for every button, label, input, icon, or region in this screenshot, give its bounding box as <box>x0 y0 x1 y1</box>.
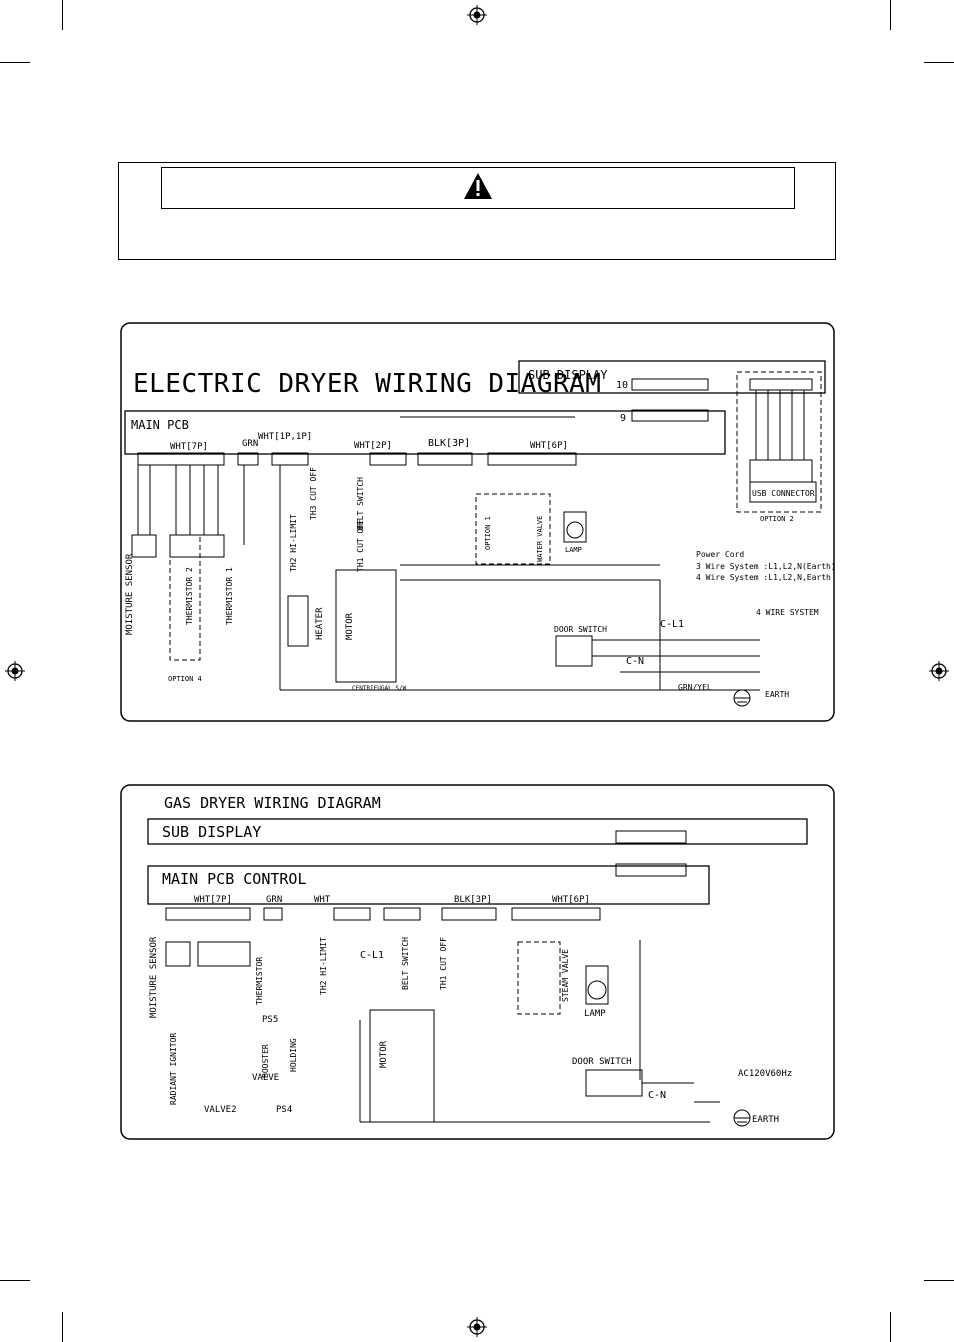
gas-th1-label: TH1 CUT OFF <box>439 937 448 990</box>
radiant-ignitor-label: RADIANT IGNITOR <box>169 1033 178 1105</box>
svg-text:9: 9 <box>620 413 626 424</box>
conn-wht2p-label: WHT[2P] <box>354 441 392 451</box>
gas-th2-label: TH2 HI-LIMIT <box>319 937 328 995</box>
earth-label: EARTH <box>765 690 789 699</box>
gas-earth-ground-icon <box>733 1109 751 1127</box>
lamp-label: LAMP <box>565 546 582 554</box>
valve2-label: VALVE2 <box>204 1105 237 1115</box>
electric-main-pcb-label: MAIN PCB <box>131 418 189 432</box>
th2-label: TH2 HI-LIMIT <box>289 514 298 572</box>
gas-main-pcb-label: MAIN PCB CONTROL <box>162 870 307 888</box>
ac-label: AC120V60Hz <box>738 1069 792 1079</box>
registration-mark-icon <box>5 661 25 681</box>
gas-diagram-title: GAS DRYER WIRING DIAGRAM <box>164 794 381 812</box>
option-2-label: OPTION 2 <box>760 515 794 523</box>
water-valve-label: WATER VALVE <box>536 516 544 562</box>
steam-valve-label: STEAM VALVE <box>561 949 570 1002</box>
gas-moisture-sensor-label: MOISTURE SENSOR <box>149 936 159 1018</box>
gas-sub-display-label: SUB DISPLAY <box>162 823 261 841</box>
c-l1-label: C-L1 <box>660 619 684 630</box>
power-cord-4-wire: 4 Wire System :L1,L2,N,Earth <box>696 573 831 582</box>
holding-label: HOLDING <box>289 1038 298 1072</box>
crop-mark <box>0 62 30 63</box>
sub-display-connector-10: 10 <box>616 378 709 391</box>
earth-ground-icon <box>733 689 751 707</box>
registration-mark-icon <box>929 661 949 681</box>
motor-label: MOTOR <box>345 612 355 640</box>
power-cord-title: Power Cord <box>696 550 744 559</box>
power-cord-3-wire: 3 Wire System :L1,L2,N(Earth) <box>696 562 836 571</box>
svg-text:10: 10 <box>616 380 628 391</box>
electric-wiring-diagram: ELECTRIC DRYER WIRING DIAGRAM SUB DISPLA… <box>120 322 836 722</box>
registration-mark-icon <box>467 5 487 25</box>
warning-box <box>118 162 836 260</box>
gas-conn-wht6p-label: WHT[6P] <box>552 895 590 905</box>
electric-diagram-title: ELECTRIC DRYER WIRING DIAGRAM <box>133 369 601 399</box>
gas-c-l1-label: C-L1 <box>360 950 384 961</box>
conn-wht6p-label: WHT[6P] <box>530 441 568 451</box>
gas-thermistor-label: THERMISTOR <box>255 957 264 1005</box>
gas-belt-switch-label: BELT SWITCH <box>401 937 410 990</box>
conn-wht1p-label: WHT[1P,1P] <box>258 432 312 442</box>
crop-mark <box>924 62 954 63</box>
thermistor-2-label: THERMISTOR 2 <box>185 567 194 625</box>
gas-door-switch-label: DOOR SWITCH <box>572 1057 632 1067</box>
four-wire-system-label: 4 WIRE SYSTEM <box>756 608 819 617</box>
gas-conn-blk3p-label: BLK[3P] <box>454 895 492 905</box>
conn-wht7p-label: WHT[7P] <box>170 442 208 452</box>
crop-mark <box>890 0 891 30</box>
option-4-label: OPTION 4 <box>168 675 202 683</box>
gas-wiring-diagram: GAS DRYER WIRING DIAGRAM SUB DISPLAY MAI… <box>120 784 835 1140</box>
heater-label: HEATER <box>315 607 325 640</box>
th1-label: TH1 CUT OFF <box>356 519 365 572</box>
booster-label: BOOSTER <box>261 1044 270 1078</box>
crop-mark <box>62 1312 63 1342</box>
c-n-label: C-N <box>626 656 644 667</box>
gas-lamp-label: LAMP <box>584 1009 606 1019</box>
valve-label: VALVE <box>252 1073 279 1083</box>
conn-grn-label: GRN <box>242 439 258 449</box>
warning-triangle-icon <box>464 173 492 199</box>
belt-switch-label: BELT SWITCH <box>356 477 365 530</box>
gas-earth-label: EARTH <box>752 1115 779 1125</box>
door-switch-label: DOOR SWITCH <box>554 625 607 634</box>
gas-conn-grn-label: GRN <box>266 895 282 905</box>
thermistor-1-label: THERMISTOR 1 <box>225 567 234 625</box>
usb-connector-label: USB CONNECTOR <box>752 489 815 498</box>
crop-mark <box>0 1280 30 1281</box>
option-1-label: OPTION 1 <box>484 516 492 550</box>
centrifugal-label: CENTRIFUGAL S/W <box>352 685 407 692</box>
grn-yel-label: GRN/YEL <box>678 683 712 692</box>
th3-label: TH3 CUT OFF <box>309 467 318 520</box>
electric-sub-display-label: SUB DISPLAY <box>528 368 608 382</box>
registration-mark-icon <box>467 1317 487 1337</box>
moisture-sensor-label: MOISTURE SENSOR <box>125 553 135 635</box>
gas-conn-wht-label: WHT <box>314 895 331 905</box>
gas-conn-wht7p-label: WHT[7P] <box>194 895 232 905</box>
ps5-label: PS5 <box>262 1015 278 1025</box>
ps4-label: PS4 <box>276 1105 292 1115</box>
warning-header-bar <box>161 167 795 209</box>
crop-mark <box>924 1280 954 1281</box>
conn-blk3p-label: BLK[3P] <box>428 438 470 449</box>
gas-c-n-label: C-N <box>648 1090 666 1101</box>
gas-motor-label: MOTOR <box>379 1040 389 1068</box>
crop-mark <box>890 1312 891 1342</box>
crop-mark <box>62 0 63 30</box>
